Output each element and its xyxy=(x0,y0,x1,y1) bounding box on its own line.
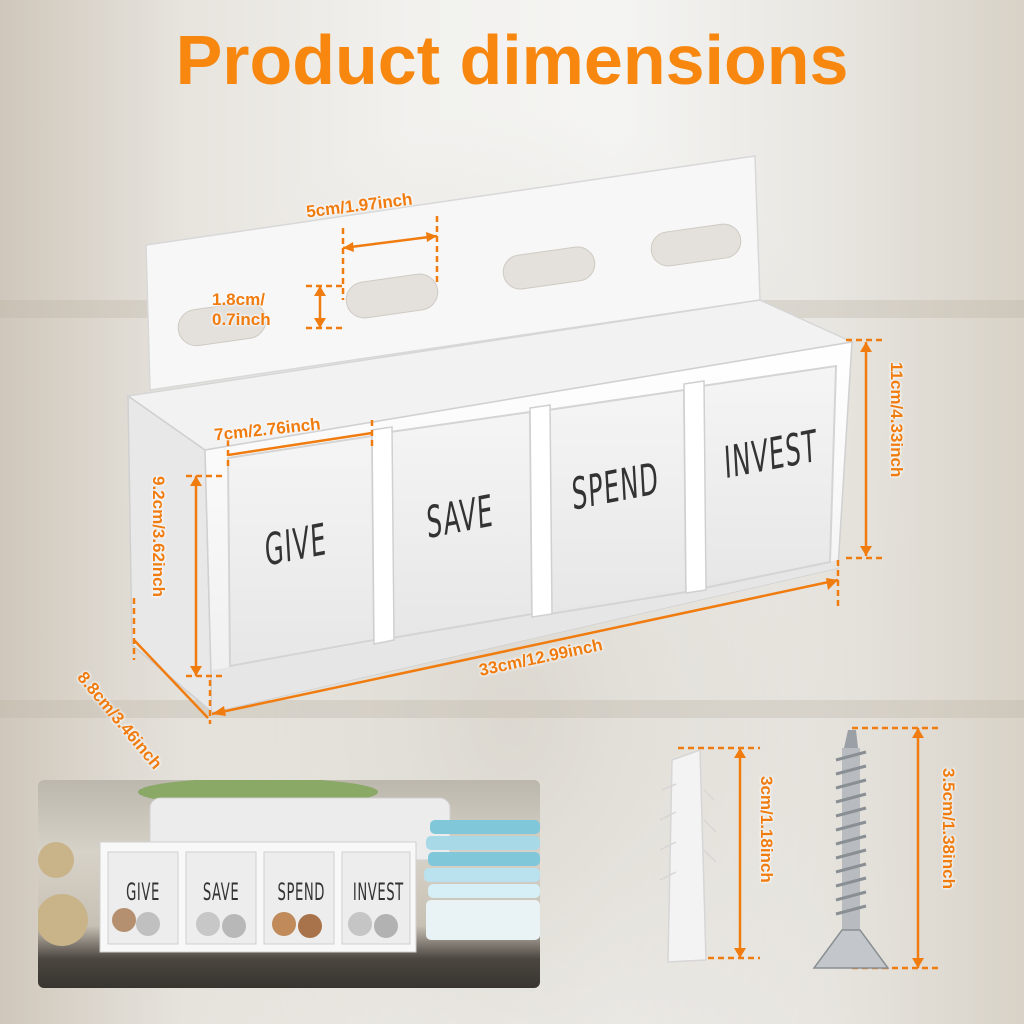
dividers xyxy=(371,380,707,645)
product-in-use-photo: GIVE SAVE SPEND INVEST xyxy=(38,780,540,988)
screw-illustration xyxy=(812,730,890,969)
dim-screw-length: 3.5cm/1.38inch xyxy=(939,768,958,889)
dim-anchor-length: 3cm/1.18inch xyxy=(757,776,776,883)
dim-compartment-height: 9.2cm/3.62inch xyxy=(149,476,168,597)
coin-slots xyxy=(177,223,742,347)
dim-total-height: 11cm/4.33inch xyxy=(887,362,906,478)
wall-anchor-illustration xyxy=(659,748,717,963)
photo-label-spend: SPEND xyxy=(277,878,326,906)
dim-slot-height: 1.8cm/ 0.7inch xyxy=(212,290,271,329)
page-title: Product dimensions xyxy=(175,21,849,99)
box-bottom-rail xyxy=(212,560,838,712)
photo-label-give: GIVE xyxy=(126,878,160,906)
dimension-arrowheads xyxy=(190,232,924,968)
photo-label-invest: INVEST xyxy=(352,878,404,906)
photo-label-save: SAVE xyxy=(202,878,240,906)
